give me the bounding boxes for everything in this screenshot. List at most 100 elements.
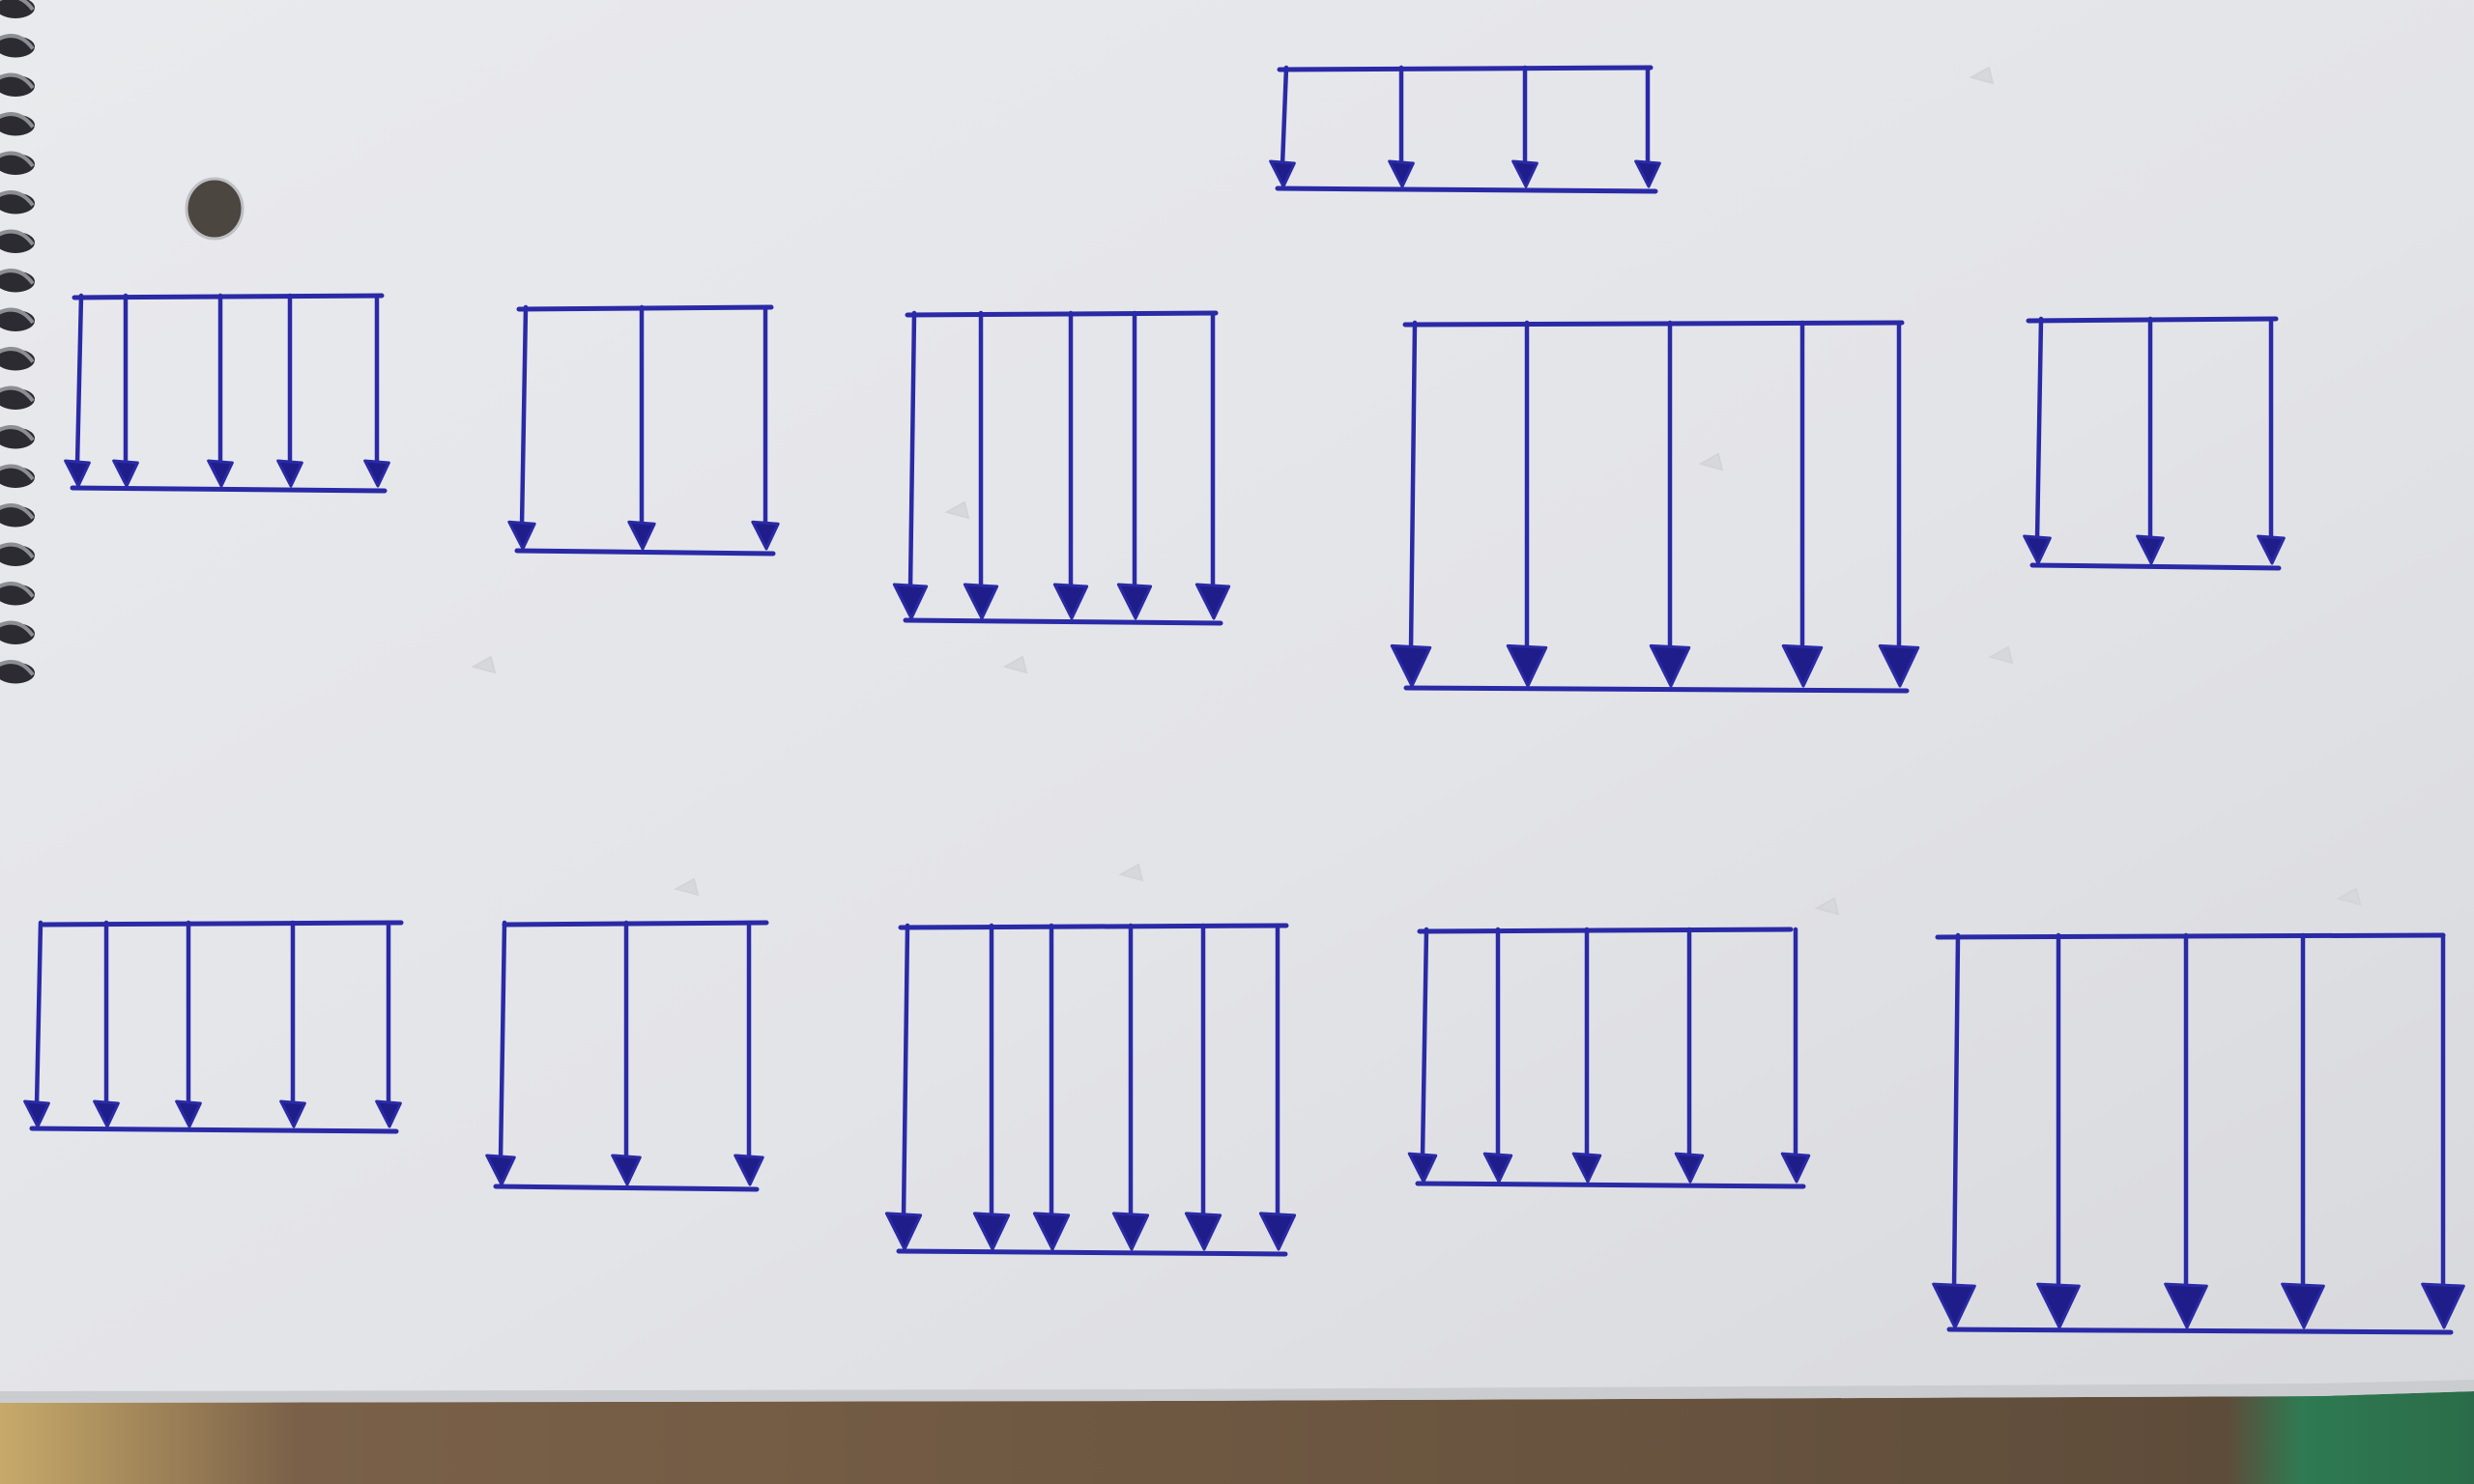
baseline-line: [1403, 685, 1910, 694]
arrow-head: [1269, 159, 1296, 188]
arrow-head: [1781, 643, 1824, 688]
arrow-head: [1032, 1212, 1071, 1251]
spiral-ring: [0, 347, 35, 363]
arrow-bracket-group: [485, 920, 769, 1192]
faint-pencil-mark: [1118, 863, 1144, 882]
faint-pencil-mark: [1698, 452, 1724, 471]
spiral-ring: [0, 660, 35, 676]
arrow-head: [2421, 1282, 2465, 1329]
arrow-head: [207, 459, 234, 488]
arrow-head: [972, 1212, 1011, 1251]
arrow-head: [1878, 643, 1920, 688]
baseline-line: [70, 485, 388, 494]
arrow-head: [1184, 1212, 1223, 1251]
baseline-line: [1275, 186, 1658, 194]
faint-pencil-mark: [2336, 887, 2362, 906]
arrow-head: [93, 1099, 120, 1128]
spiral-ring: [0, 112, 35, 128]
arrow-shaft: [1420, 927, 1429, 1160]
spiral-ring: [0, 151, 35, 168]
arrow-shaft: [2034, 316, 2044, 543]
spiral-ring: [0, 425, 35, 442]
faint-pencil-mark: [1969, 66, 1995, 85]
spiral-ring: [0, 72, 35, 90]
arrow-head: [112, 459, 139, 488]
arrow-head: [892, 583, 929, 620]
arrow-shaft: [519, 304, 529, 528]
arrow-head: [1194, 583, 1231, 620]
spiral-ring: [0, 385, 35, 403]
spiral-ring: [0, 620, 35, 638]
top-bar-line: [898, 923, 1289, 930]
baseline-line: [493, 1184, 760, 1192]
arrow-head: [2136, 534, 2165, 565]
baseline-line: [896, 1248, 1288, 1257]
top-bar-line: [502, 920, 769, 928]
faint-pencil-mark: [674, 877, 700, 897]
arrow-bracket-group: [1407, 927, 1811, 1189]
arrow-head: [1506, 643, 1548, 688]
arrow-head: [1258, 1212, 1297, 1251]
faint-pencil-mark: [471, 655, 497, 674]
spiral-ring: [0, 582, 35, 598]
arrow-head: [884, 1212, 923, 1251]
baseline-line: [29, 1126, 399, 1134]
faint-pencil-mark: [944, 500, 970, 520]
spiral-ring: [0, 229, 35, 246]
arrow-head: [2164, 1282, 2208, 1329]
arrow-bracket-group: [64, 293, 390, 494]
arrow-head: [1116, 583, 1153, 620]
arrow-head: [1388, 159, 1415, 188]
arrow-shaft: [1280, 65, 1289, 168]
arrow-head: [1649, 643, 1691, 688]
arrow-shaft: [1951, 932, 1961, 1291]
arrow-shaft: [907, 310, 917, 591]
arrow-head: [2257, 534, 2286, 565]
arrow-shaft: [34, 920, 43, 1108]
arrow-shaft: [901, 923, 910, 1220]
spiral-ring: [0, 269, 35, 285]
paper-edge-shadow: [0, 1380, 2474, 1403]
arrow-head: [1571, 1152, 1602, 1184]
punch-hole-rim: [185, 177, 245, 241]
arrow-bracket-group: [1932, 932, 2465, 1335]
spiral-ring: [0, 190, 35, 207]
arrow-head: [1634, 159, 1661, 188]
arrow-head: [64, 459, 91, 488]
arrow-head: [734, 1154, 764, 1186]
arrow-head: [375, 1099, 402, 1128]
punch-hole: [187, 179, 243, 239]
arrow-head: [1052, 583, 1089, 620]
arrow-head: [963, 583, 999, 620]
arrow-head: [363, 459, 390, 488]
baseline-line: [2029, 562, 2282, 571]
spiral-ring: [0, 542, 35, 559]
arrow-head: [2036, 1282, 2081, 1329]
arrow-head: [1511, 159, 1539, 188]
top-bar-line: [905, 310, 1219, 318]
spiral-ring: [0, 307, 35, 325]
top-bar-line: [1935, 932, 2446, 940]
arrow-head: [1111, 1212, 1150, 1251]
arrow-bracket-group: [507, 304, 780, 556]
arrow-head: [1780, 1152, 1811, 1184]
arrow-bracket-group: [2023, 316, 2286, 571]
faint-pencil-mark: [1814, 897, 1840, 916]
baseline-line: [514, 548, 776, 556]
faint-pencil-mark: [1002, 655, 1028, 674]
arrow-head: [1932, 1282, 1976, 1329]
top-bar-line: [1402, 320, 1905, 328]
arrow-head: [276, 459, 303, 488]
spiral-ring: [0, 464, 35, 481]
faint-pencil-mark: [1988, 645, 2014, 665]
arrow-head: [1407, 1152, 1438, 1184]
top-bar-line: [516, 304, 774, 312]
arrow-head: [175, 1099, 202, 1128]
arrow-head: [2281, 1282, 2325, 1329]
arrow-bracket-group: [884, 923, 1297, 1257]
arrow-bracket-group: [892, 310, 1231, 626]
arrow-shaft: [1408, 320, 1418, 652]
arrow-bracket-group: [1390, 320, 1920, 694]
baseline-line: [1415, 1181, 1806, 1189]
